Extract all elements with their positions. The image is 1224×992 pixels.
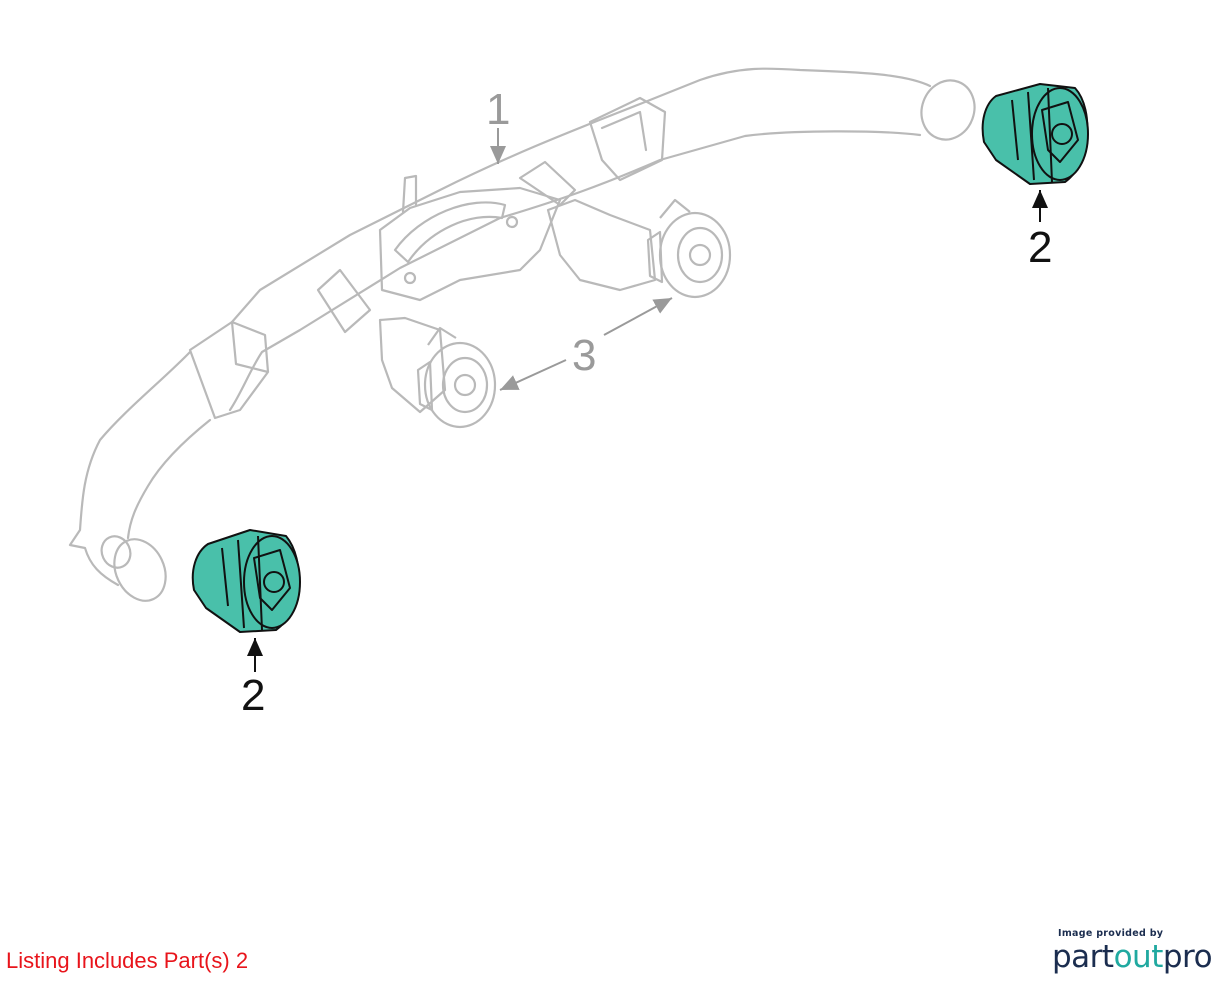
duct-left-arm-inner xyxy=(126,418,212,540)
duct-branch-left xyxy=(378,316,447,414)
duct-center-slot xyxy=(393,201,507,264)
callout-1: 1 xyxy=(486,85,510,134)
duct-left-opening-inner xyxy=(100,535,132,569)
duct-branch-right xyxy=(546,198,657,292)
duct-center-plate xyxy=(378,186,562,302)
center-vent-left xyxy=(416,326,497,429)
duct-mount-tab xyxy=(401,174,418,214)
listing-note: Listing Includes Part(s) 2 xyxy=(6,948,249,973)
center-vent-right xyxy=(646,198,732,299)
image-credit: Image provided by partoutpro xyxy=(1052,928,1213,975)
duct-center-fin-a xyxy=(518,160,577,207)
duct-upper-edge xyxy=(230,67,932,324)
duct-center-hole-b xyxy=(403,271,417,285)
logo-out: out xyxy=(1113,939,1164,975)
duct-center-hole-a xyxy=(505,215,519,229)
leader-line-3-left xyxy=(499,359,567,391)
duct-right-opening xyxy=(920,79,976,141)
air-duct-assembly xyxy=(68,67,976,602)
highlighted-vent-right xyxy=(981,83,1089,185)
callout-3: 3 xyxy=(572,331,596,380)
credit-caption: Image provided by xyxy=(1058,928,1164,939)
duct-left-opening xyxy=(113,538,167,602)
duct-left-arm-outer xyxy=(68,350,192,587)
logo-pro: pro xyxy=(1162,939,1213,975)
duct-left-clamp xyxy=(188,320,270,420)
logo-part: part xyxy=(1052,939,1114,975)
callout-2-right: 2 xyxy=(1028,223,1052,272)
highlighted-vent-left xyxy=(191,529,301,633)
duct-right-clamp xyxy=(588,96,667,182)
duct-lower-edge xyxy=(228,130,922,412)
partoutpro-logo: partoutpro xyxy=(1052,939,1213,975)
duct-center-fin-b xyxy=(316,268,372,334)
callout-2-left: 2 xyxy=(241,671,265,720)
leader-line-3-right xyxy=(603,297,673,336)
